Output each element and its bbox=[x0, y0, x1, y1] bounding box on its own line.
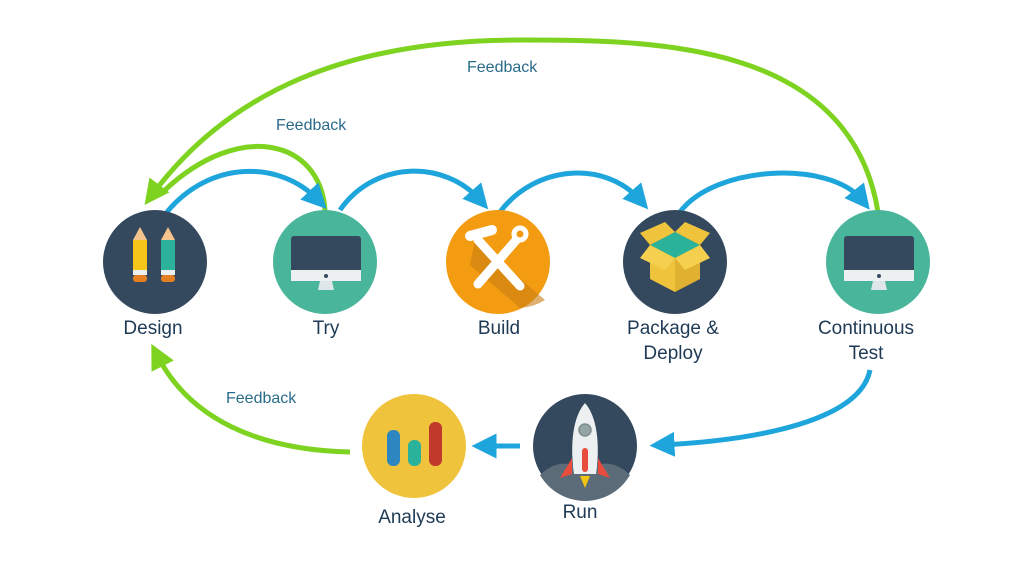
stage-build bbox=[446, 210, 550, 314]
stage-label-design: Design bbox=[123, 318, 183, 339]
bar-chart-icon bbox=[387, 422, 442, 466]
stage-label-continuous-test: Continuous Test bbox=[817, 318, 915, 364]
hammer-wrench-icon bbox=[465, 225, 529, 291]
stage-continuous-test bbox=[826, 210, 930, 314]
stage-package-deploy bbox=[623, 210, 727, 314]
pencils-icon bbox=[133, 227, 175, 282]
stage-label-package-deploy: Package & Deploy bbox=[627, 318, 719, 364]
stage-label-run: Run bbox=[562, 502, 598, 523]
stage-label-build: Build bbox=[477, 318, 521, 339]
stage-analyse bbox=[362, 394, 466, 498]
feedback-label-test: Feedback bbox=[467, 59, 538, 76]
flow-arrow-try-to-build bbox=[337, 168, 489, 212]
feedback-arrow-test-to-design bbox=[144, 37, 881, 213]
box-icon bbox=[640, 222, 710, 292]
feedback-label-try: Feedback bbox=[276, 117, 347, 134]
stage-label-analyse: Analyse bbox=[378, 507, 446, 528]
flow-arrow-design-to-try bbox=[165, 169, 327, 214]
feedback-arrow-try-to-design bbox=[162, 143, 328, 213]
stage-run bbox=[533, 394, 637, 501]
flow-arrow-package-to-test bbox=[677, 170, 870, 214]
rocket-icon bbox=[560, 403, 610, 488]
flow-arrow-test-to-run bbox=[649, 369, 873, 457]
feedback-arrow-analyse-to-design bbox=[151, 343, 351, 455]
stage-label-try: Try bbox=[312, 318, 340, 339]
flow-arrow-build-to-package bbox=[497, 170, 649, 214]
monitor-icon bbox=[844, 236, 914, 290]
monitor-icon bbox=[291, 236, 361, 290]
stage-design bbox=[103, 210, 207, 314]
feedback-label-analyse: Feedback bbox=[226, 390, 297, 407]
stage-try bbox=[273, 210, 377, 314]
